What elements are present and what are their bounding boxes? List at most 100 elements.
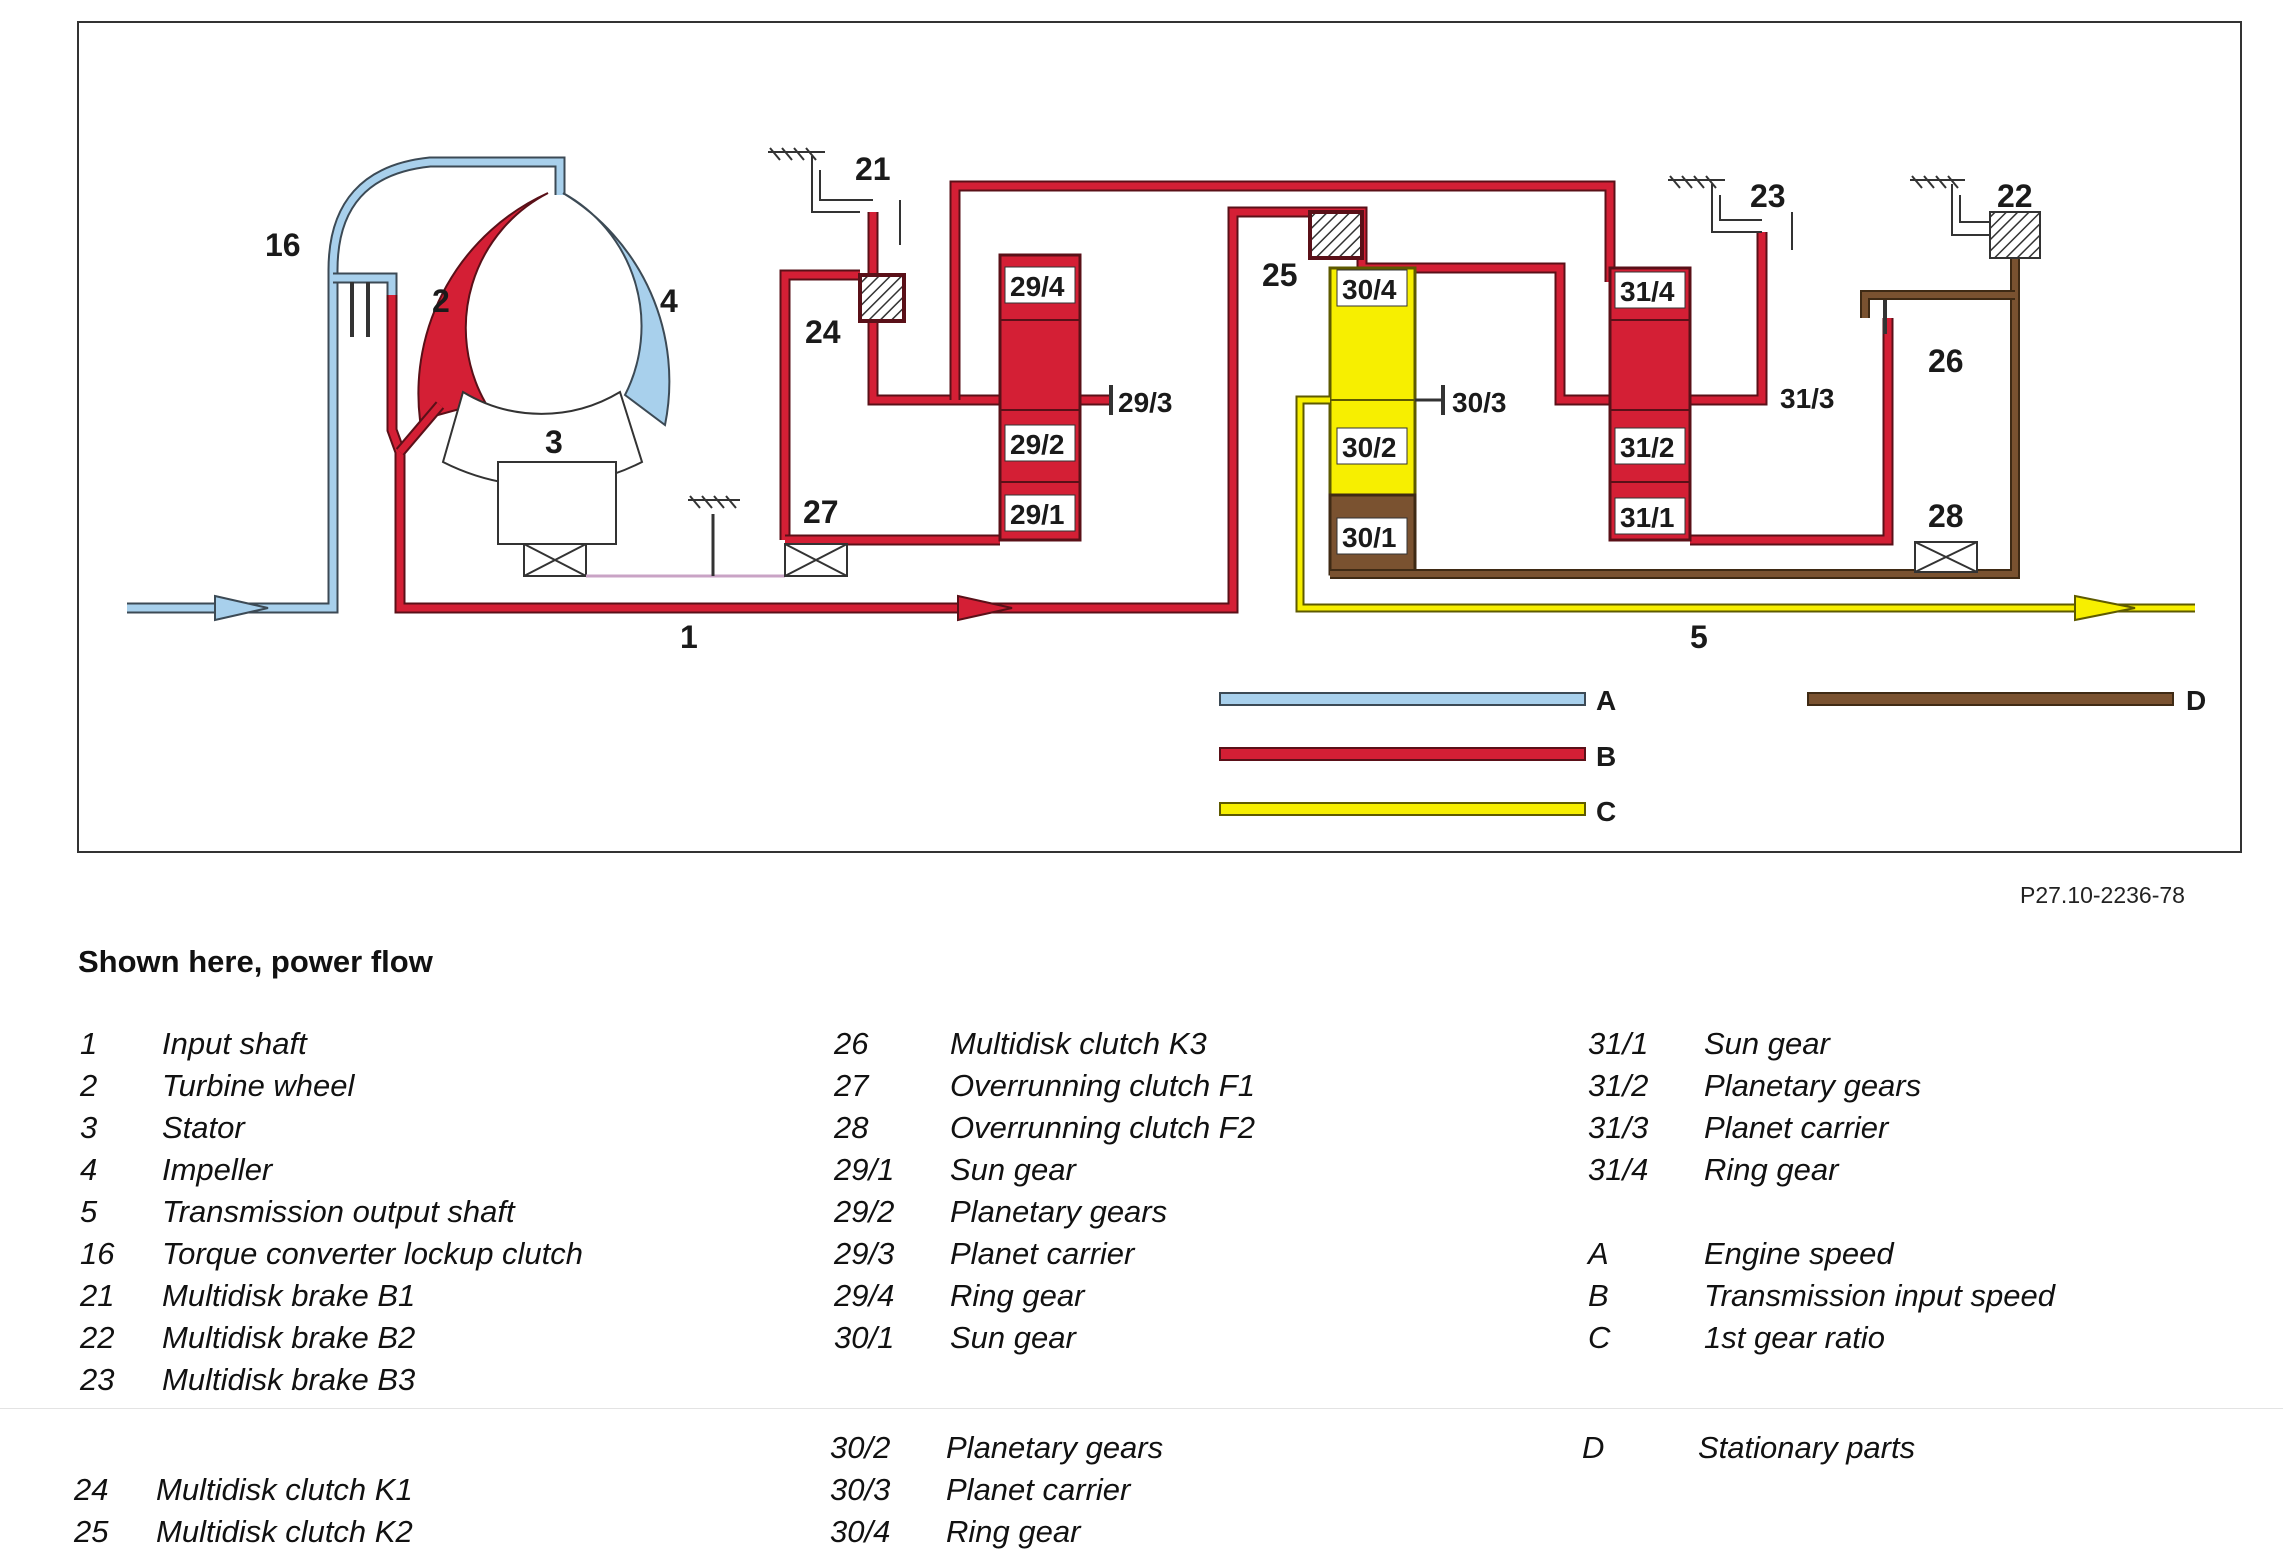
legend-code: 30/2 bbox=[830, 1430, 891, 1465]
legend-desc: Stator bbox=[162, 1110, 245, 1145]
legend-code: 4 bbox=[80, 1152, 98, 1187]
label-29-2: 29/2 bbox=[1010, 429, 1065, 460]
clutch-elements bbox=[784, 210, 2041, 577]
legend-code: D bbox=[1582, 1430, 1605, 1465]
label-2: 2 bbox=[432, 283, 450, 319]
label-30-1: 30/1 bbox=[1342, 522, 1397, 553]
legend-desc: Torque converter lockup clutch bbox=[162, 1236, 584, 1271]
legend-code: 30/3 bbox=[830, 1472, 891, 1507]
figure-id: P27.10-2236-78 bbox=[2020, 882, 2185, 908]
legend-desc: Planet carrier bbox=[1704, 1110, 1889, 1145]
label-31-1: 31/1 bbox=[1620, 502, 1675, 533]
legend-desc: Sun gear bbox=[950, 1320, 1076, 1355]
legend-code: 16 bbox=[80, 1236, 115, 1271]
legend-code: 2 bbox=[80, 1068, 98, 1103]
legend-code: 31/1 bbox=[1588, 1026, 1649, 1061]
planetary-set-31 bbox=[1608, 266, 1692, 542]
label-31-4: 31/4 bbox=[1620, 276, 1675, 307]
legend-code: 29/4 bbox=[834, 1278, 895, 1313]
stationary-parts-path bbox=[1330, 245, 2020, 579]
legend-desc: Multidisk clutch K3 bbox=[950, 1026, 1207, 1061]
legend-code: 3 bbox=[80, 1110, 98, 1145]
legend-code: A bbox=[1588, 1236, 1609, 1271]
legend-desc: Turbine wheel bbox=[162, 1068, 355, 1103]
legend-desc: Multidisk clutch K1 bbox=[156, 1472, 413, 1507]
label-31-2: 31/2 bbox=[1620, 432, 1675, 463]
brake-22 bbox=[1989, 211, 2041, 259]
label-25: 25 bbox=[1262, 257, 1298, 293]
impeller bbox=[562, 192, 671, 427]
key-d: D bbox=[2186, 685, 2206, 716]
legend-desc: 1st gear ratio bbox=[1704, 1320, 1885, 1355]
diagram-frame bbox=[77, 21, 2242, 853]
legend-desc: Multidisk brake B3 bbox=[162, 1362, 416, 1397]
torque-converter bbox=[127, 156, 671, 622]
legend-code: 26 bbox=[834, 1026, 869, 1061]
legend-code: 27 bbox=[834, 1068, 869, 1103]
legend-desc: Overrunning clutch F1 bbox=[950, 1068, 1255, 1103]
legend-desc: Planetary gears bbox=[950, 1194, 1168, 1229]
stator-hub bbox=[497, 461, 617, 545]
input-speed-network bbox=[779, 180, 1894, 546]
legend-code: 24 bbox=[74, 1472, 109, 1507]
legend-code: 31/2 bbox=[1588, 1068, 1649, 1103]
legend-code: 28 bbox=[834, 1110, 869, 1145]
color-key: A B C D bbox=[1219, 685, 2206, 827]
legend-desc: Planetary gears bbox=[946, 1430, 1164, 1465]
legend-code: 25 bbox=[74, 1514, 109, 1549]
legend-desc: Ring gear bbox=[946, 1514, 1081, 1549]
label-29-4: 29/4 bbox=[1010, 271, 1065, 302]
planetary-set-30 bbox=[1328, 266, 1445, 576]
legend-desc: Overrunning clutch F2 bbox=[950, 1110, 1255, 1145]
legend-desc: Planet carrier bbox=[950, 1236, 1135, 1271]
legend-desc: Ring gear bbox=[1704, 1152, 1839, 1187]
legend-code: C bbox=[1588, 1320, 1611, 1355]
output-shaft-path bbox=[1295, 395, 2195, 622]
legend-code: 5 bbox=[80, 1194, 98, 1229]
label-30-2: 30/2 bbox=[1342, 432, 1397, 463]
input-shaft-arrow bbox=[957, 594, 1013, 622]
legend-desc: Sun gear bbox=[1704, 1026, 1830, 1061]
label-24: 24 bbox=[805, 314, 841, 350]
label-5: 5 bbox=[1690, 619, 1708, 655]
legend-desc: Ring gear bbox=[950, 1278, 1085, 1313]
legend-desc: Planet carrier bbox=[946, 1472, 1131, 1507]
legend-code: 31/3 bbox=[1588, 1110, 1649, 1145]
legend-desc: Transmission output shaft bbox=[162, 1194, 515, 1229]
legend-code: 21 bbox=[80, 1278, 115, 1313]
key-c: C bbox=[1596, 796, 1616, 827]
label-27: 27 bbox=[803, 494, 839, 530]
clutch-25 bbox=[1308, 210, 1364, 260]
label-23: 23 bbox=[1750, 178, 1786, 214]
label-31-3: 31/3 bbox=[1780, 383, 1835, 414]
diagram-labels: 16 2 4 3 1 5 21 24 27 25 23 22 26 28 29/… bbox=[265, 151, 2033, 655]
legend-code: B bbox=[1588, 1278, 1609, 1313]
legend-code: 30/4 bbox=[830, 1514, 891, 1549]
legend-code: 30/1 bbox=[834, 1320, 895, 1355]
power-flow-diagram: 16 2 4 3 1 5 21 24 27 25 23 22 26 28 29/… bbox=[77, 21, 2242, 853]
legend-desc: Transmission input speed bbox=[1704, 1278, 2055, 1313]
label-29-1: 29/1 bbox=[1010, 499, 1065, 530]
section-divider bbox=[0, 1408, 2283, 1409]
legend-desc: Multidisk clutch K2 bbox=[156, 1514, 413, 1549]
legend-desc: Stationary parts bbox=[1698, 1430, 1916, 1465]
label-28: 28 bbox=[1928, 498, 1964, 534]
clutch-24 bbox=[858, 273, 906, 323]
legend-desc: Impeller bbox=[162, 1152, 273, 1187]
legend-code: 29/2 bbox=[834, 1194, 895, 1229]
planetary-set-29 bbox=[998, 253, 1082, 542]
label-26: 26 bbox=[1928, 343, 1964, 379]
label-30-4: 30/4 bbox=[1342, 274, 1397, 305]
label-16: 16 bbox=[265, 227, 301, 263]
legend-code: 22 bbox=[80, 1320, 115, 1355]
label-29-3: 29/3 bbox=[1118, 387, 1173, 418]
legend-desc: Multidisk brake B1 bbox=[162, 1278, 416, 1313]
legend-code: 31/4 bbox=[1588, 1152, 1649, 1187]
caption: Shown here, power flow bbox=[78, 944, 433, 979]
legend-code: 29/3 bbox=[834, 1236, 895, 1271]
ground-symbols bbox=[688, 147, 1990, 509]
legend-code: 29/1 bbox=[834, 1152, 895, 1187]
legend-code: 23 bbox=[80, 1362, 115, 1397]
label-4: 4 bbox=[660, 283, 678, 319]
key-b: B bbox=[1596, 741, 1616, 772]
